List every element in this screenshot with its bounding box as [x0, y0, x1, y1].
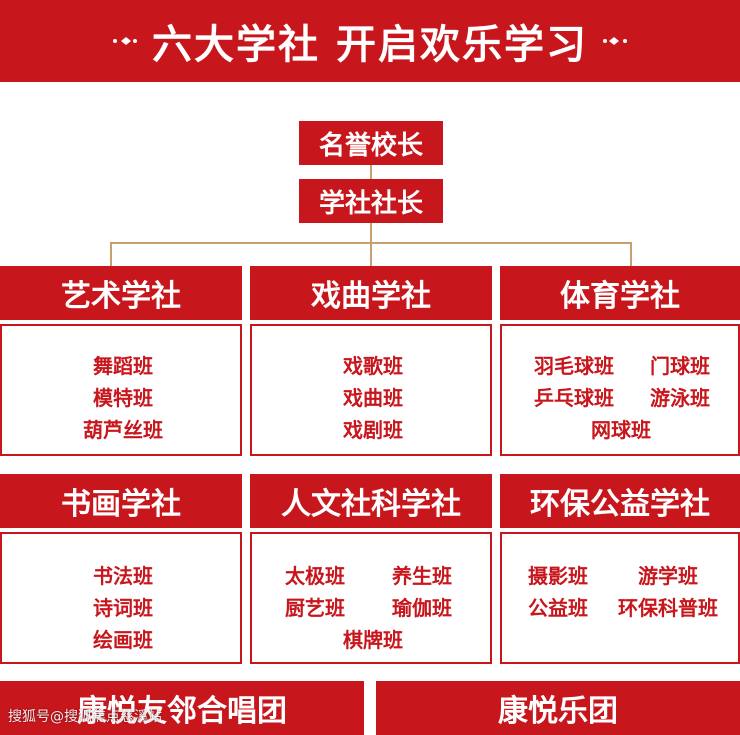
section-title-humanities: 人文社科学社	[250, 474, 492, 528]
class-item: 太极班	[285, 564, 345, 588]
class-item: 公益班	[528, 596, 588, 620]
class-item: 瑜伽班	[392, 596, 452, 620]
section-box-sports: 羽毛球班 门球班 乒乓球班 游泳班 网球班	[500, 324, 740, 456]
section-title-opera: 戏曲学社	[250, 266, 492, 320]
connector-line	[370, 165, 372, 179]
section-box-opera: 戏歌班 戏曲班 戏剧班	[250, 324, 492, 456]
section-title-sports: 体育学社	[500, 266, 740, 320]
section-box-environment: 摄影班 游学班 公益班 环保科普班	[500, 532, 740, 664]
class-item: 游学班	[638, 564, 698, 588]
section-title-environment: 环保公益学社	[500, 474, 740, 528]
choir-band: 康悦友邻合唱团	[0, 681, 364, 735]
connector-line	[370, 242, 372, 266]
class-item: 戏歌班	[343, 354, 403, 378]
class-item: 书法班	[93, 564, 153, 588]
top-banner: 六大学社 开启欢乐学习	[0, 0, 740, 82]
section-title-calligraphy: 书画学社	[0, 474, 242, 528]
diamond-dots-icon	[602, 36, 628, 46]
connector-line	[370, 223, 372, 243]
class-item: 羽毛球班	[534, 354, 614, 378]
orchestra-band: 康悦乐团	[376, 681, 740, 735]
role-honorary-principal: 名誉校长	[299, 121, 443, 165]
class-item: 环保科普班	[618, 596, 718, 620]
section-box-calligraphy: 书法班 诗词班 绘画班	[0, 532, 242, 664]
class-item: 养生班	[392, 564, 452, 588]
class-item: 厨艺班	[285, 596, 345, 620]
connector-line	[110, 242, 112, 266]
banner-title: 六大学社 开启欢乐学习	[152, 22, 588, 68]
class-item: 戏剧班	[343, 418, 403, 442]
class-item: 网球班	[591, 418, 651, 442]
diamond-dots-icon	[112, 36, 138, 46]
class-item: 乒乓球班	[534, 386, 614, 410]
class-item: 舞蹈班	[93, 354, 153, 378]
watermark: 搜狐号@搜狐焦点慈溪站	[8, 709, 162, 725]
class-item: 棋牌班	[343, 628, 403, 652]
role-club-president: 学社社长	[299, 179, 443, 223]
class-item: 诗词班	[93, 596, 153, 620]
class-item: 戏曲班	[343, 386, 403, 410]
section-title-art: 艺术学社	[0, 266, 242, 320]
class-item: 摄影班	[528, 564, 588, 588]
class-item: 葫芦丝班	[83, 418, 163, 442]
class-item: 游泳班	[650, 386, 710, 410]
section-box-humanities: 太极班 养生班 厨艺班 瑜伽班 棋牌班	[250, 532, 492, 664]
connector-line	[630, 242, 632, 266]
class-item: 模特班	[93, 386, 153, 410]
section-box-art: 舞蹈班 模特班 葫芦丝班	[0, 324, 242, 456]
class-item: 绘画班	[93, 628, 153, 652]
class-item: 门球班	[650, 354, 710, 378]
